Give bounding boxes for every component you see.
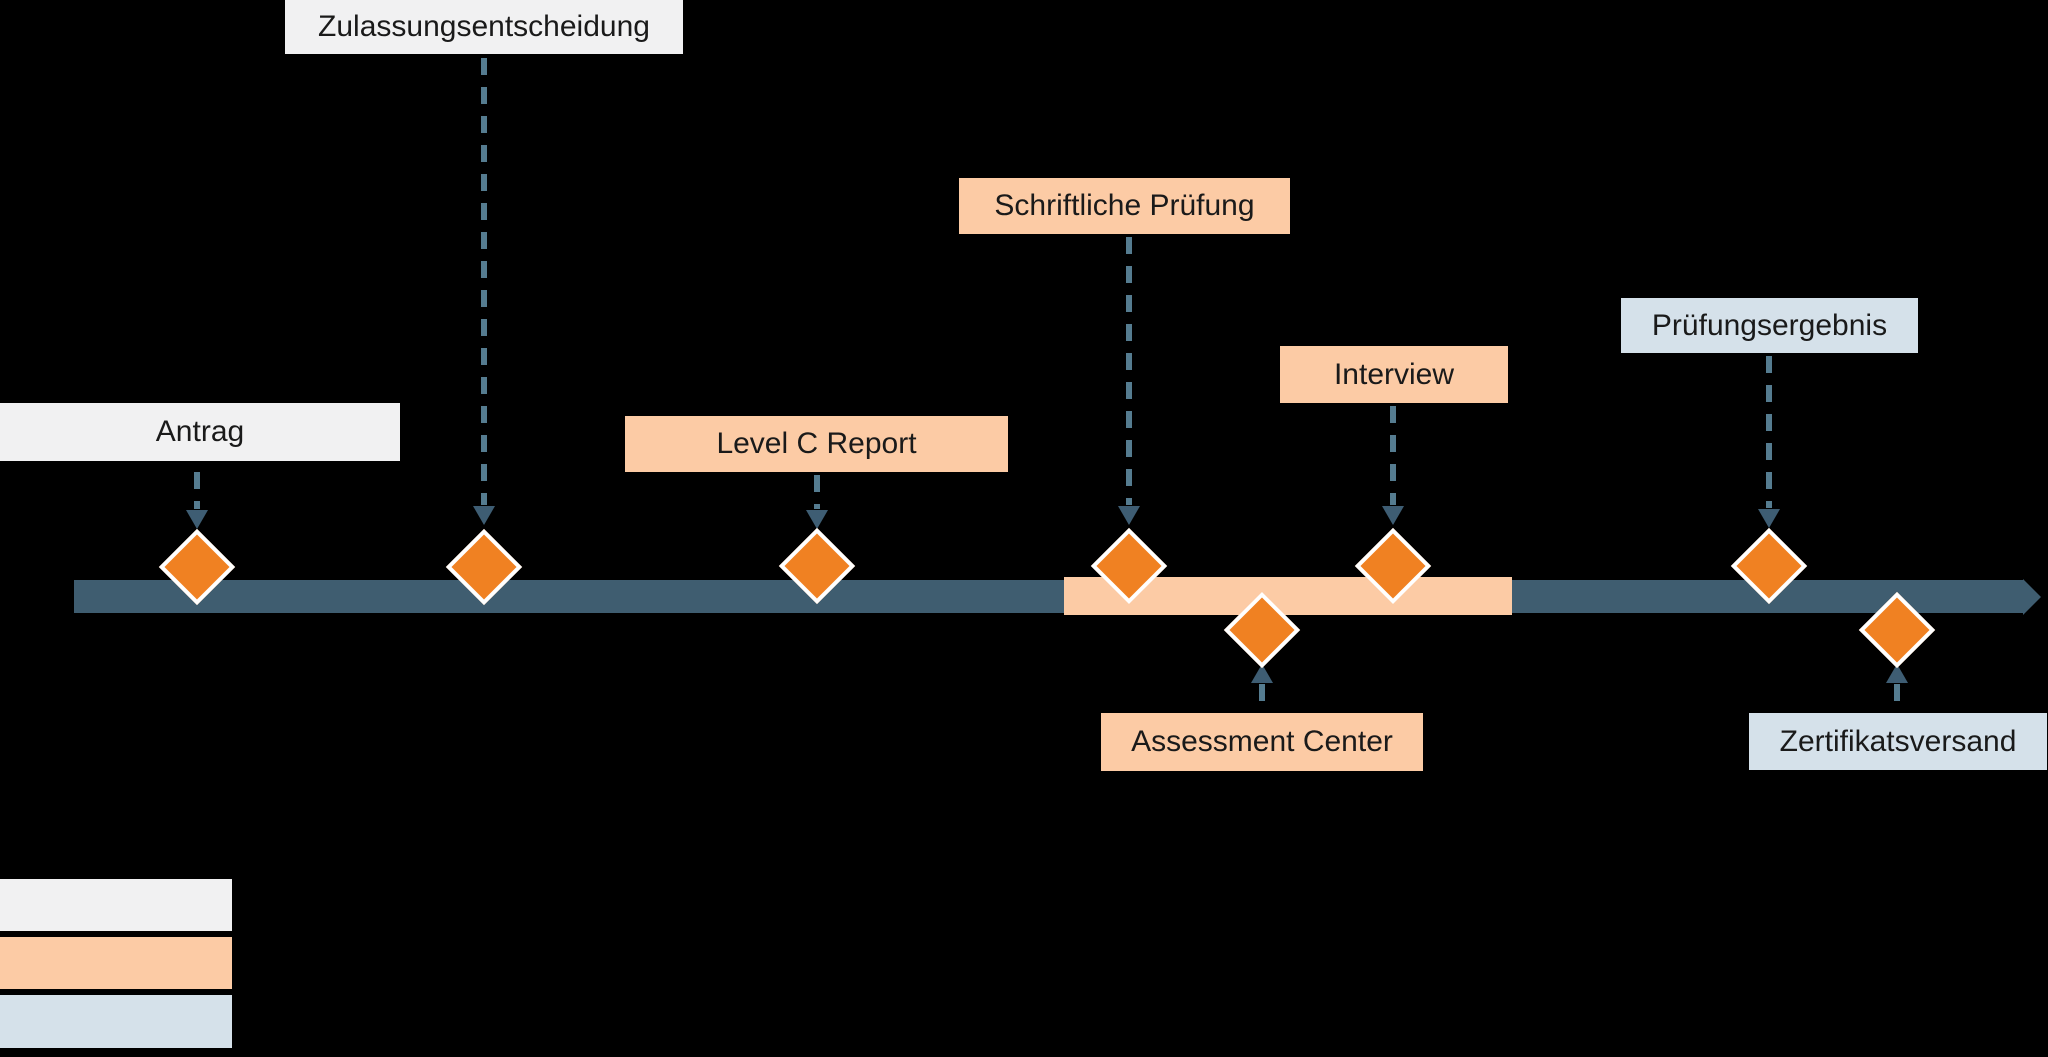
milestone-label-level-c-report: Level C Report bbox=[625, 416, 1008, 472]
milestone-label-pruefungsergebnis: Prüfungsergebnis bbox=[1621, 298, 1918, 353]
milestone-label-zulassungsentscheidung: Zulassungsentscheidung bbox=[285, 0, 683, 54]
connector-line bbox=[194, 472, 200, 509]
connector-line bbox=[1259, 684, 1265, 711]
legend-swatch-peach bbox=[0, 937, 232, 989]
timeline-arrowhead-icon bbox=[2023, 579, 2041, 615]
connector-line bbox=[481, 58, 487, 505]
arrow-down-icon bbox=[1758, 509, 1780, 528]
arrow-down-icon bbox=[186, 510, 208, 529]
arrow-up-icon bbox=[1886, 664, 1908, 683]
arrow-down-icon bbox=[806, 510, 828, 529]
arrow-down-icon bbox=[1118, 506, 1140, 525]
milestone-label-assessment-center: Assessment Center bbox=[1101, 713, 1423, 771]
connector-line bbox=[1126, 237, 1132, 505]
connector-line bbox=[814, 475, 820, 509]
connector-line bbox=[1894, 684, 1900, 711]
arrow-down-icon bbox=[473, 506, 495, 525]
timeline-bar bbox=[74, 580, 2023, 613]
connector-line bbox=[1766, 356, 1772, 508]
milestone-label-schriftliche-pruefung: Schriftliche Prüfung bbox=[959, 178, 1290, 234]
connector-line bbox=[1390, 406, 1396, 505]
milestone-label-antrag: Antrag bbox=[0, 403, 400, 461]
arrow-up-icon bbox=[1251, 664, 1273, 683]
legend-swatch-blue bbox=[0, 995, 232, 1048]
legend-swatch-gray bbox=[0, 879, 232, 931]
milestone-label-zertifikatsversand: Zertifikatsversand bbox=[1749, 713, 2047, 770]
arrow-down-icon bbox=[1382, 506, 1404, 525]
milestone-label-interview: Interview bbox=[1280, 346, 1508, 403]
